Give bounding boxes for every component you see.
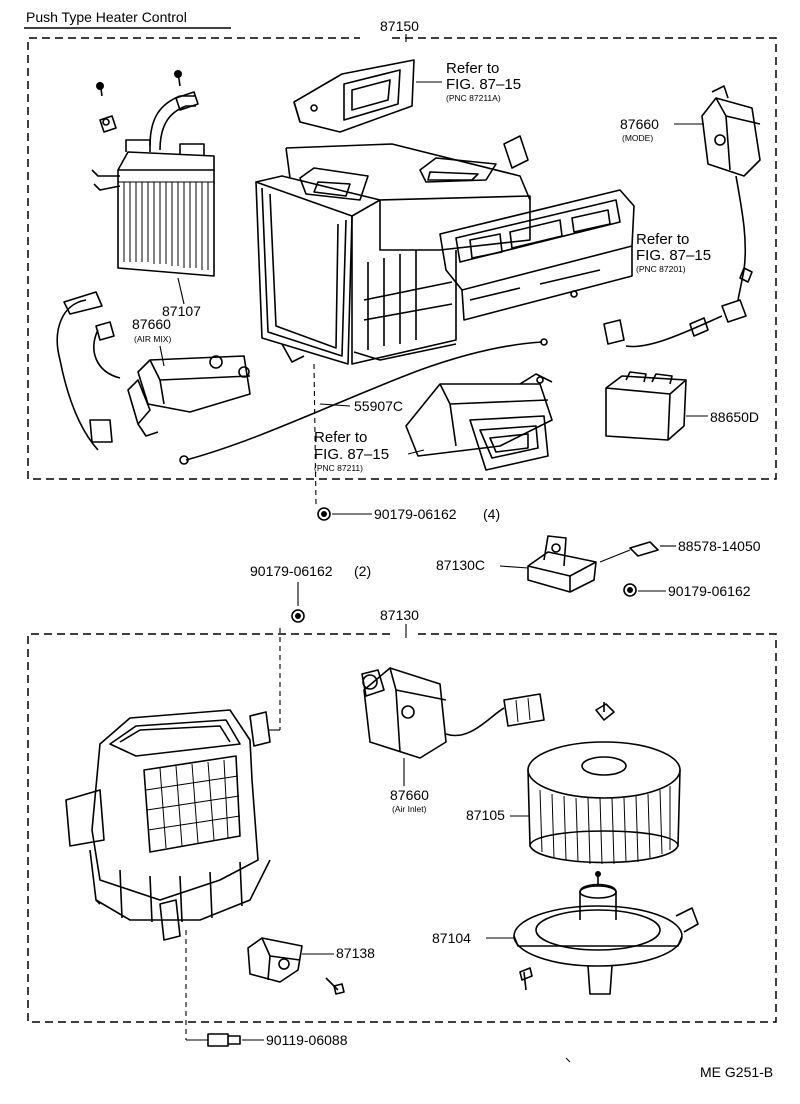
- part-label-87150: 87150: [380, 18, 419, 34]
- figure-code: ME G251-B: [700, 1064, 773, 1080]
- part-note-air-inlet: (Air Inlet): [392, 804, 427, 814]
- ref-b-line1: Refer to: [636, 231, 689, 248]
- part-label-87104: 87104: [432, 930, 471, 946]
- part-label-90179-06162-2: 90179-06162: [250, 563, 333, 579]
- ref-a-line2: FIG. 87–15: [446, 76, 521, 93]
- leader-55907C: [319, 403, 351, 407]
- part-label-90179-06162-4: 90179-06162: [374, 506, 457, 522]
- amplifier-drawing: [605, 371, 687, 441]
- part-qty-90179-06162-2: (2): [354, 563, 371, 579]
- leader-87107: [177, 277, 185, 305]
- leader-ref-c: [407, 449, 425, 455]
- top-duct-drawing: [293, 59, 415, 133]
- part-label-87138: 87138: [336, 945, 375, 961]
- blower-housing-drawing: [65, 709, 271, 941]
- leader-88578-to-part: [599, 549, 631, 563]
- blower-fan-drawing: [527, 741, 681, 865]
- mode-servo-drawing: [603, 85, 761, 348]
- part-note-mode: (MODE): [622, 133, 653, 143]
- part-88578-drawing: [629, 541, 659, 557]
- leader-87660-air-mix: [159, 345, 165, 367]
- bracket-screw-drawing: [325, 977, 345, 995]
- part-label-90119-06088: 90119-06088: [266, 1032, 348, 1048]
- dashed-leader-screw-4: [313, 363, 317, 507]
- heater-unit-drawing: [255, 135, 531, 365]
- ref-c-line2: FIG. 87–15: [314, 446, 389, 463]
- screw-90179-4-drawing: [317, 507, 331, 521]
- air-inlet-servo-drawing: [361, 667, 545, 759]
- vent-duct-drawing: [439, 189, 635, 321]
- group-box-87130: [27, 633, 777, 1023]
- resistor-87130C-drawing: [527, 535, 597, 593]
- motor-screw-drawing: [519, 967, 533, 991]
- part-label-87660-air-mix: 87660: [132, 316, 171, 332]
- screw-90179-2-drawing: [291, 609, 305, 623]
- air-mix-servo-drawing: [56, 291, 251, 451]
- foot-duct-drawing: [405, 373, 553, 471]
- bracket-87138-drawing: [247, 937, 303, 983]
- ref-a-line1: Refer to: [446, 60, 499, 77]
- part-label-90179-06162-right: 90179-06162: [668, 583, 751, 599]
- part-label-87105: 87105: [466, 807, 505, 823]
- ref-b-pnc: (PNC 87201): [636, 264, 686, 274]
- ref-c-pnc: (PNC 87211): [314, 463, 363, 473]
- ref-a-pnc: (PNC 87211A): [446, 93, 501, 103]
- part-qty-90179-06162-4: (4): [483, 506, 500, 522]
- part-label-87130: 87130: [380, 607, 419, 623]
- part-note-air-mix: (AIR MIX): [134, 334, 171, 344]
- control-cable-drawing: [179, 338, 548, 465]
- diagram-title: Push Type Heater Control: [26, 9, 187, 25]
- screw-90179-right-drawing: [623, 583, 637, 597]
- ref-c-line1: Refer to: [314, 429, 367, 446]
- part-label-87130C: 87130C: [436, 557, 485, 573]
- part-label-87660-air-inlet: 87660: [390, 787, 429, 803]
- leader-87130C: [499, 565, 529, 569]
- part-label-87107: 87107: [162, 303, 201, 319]
- part-label-87660-mode: 87660: [620, 116, 659, 132]
- heater-core-drawing: [91, 70, 215, 277]
- nut-drawing: [595, 702, 615, 721]
- part-label-88650D: 88650D: [710, 409, 759, 425]
- ref-b-line2: FIG. 87–15: [636, 247, 711, 264]
- stray-mark: [565, 1057, 571, 1063]
- blower-motor-drawing: [513, 871, 699, 995]
- group-box-87150: [27, 37, 777, 480]
- part-label-55907C: 55907C: [354, 398, 403, 414]
- bolt-90119-drawing: [207, 1033, 241, 1047]
- part-label-88578-14050: 88578-14050: [678, 538, 761, 554]
